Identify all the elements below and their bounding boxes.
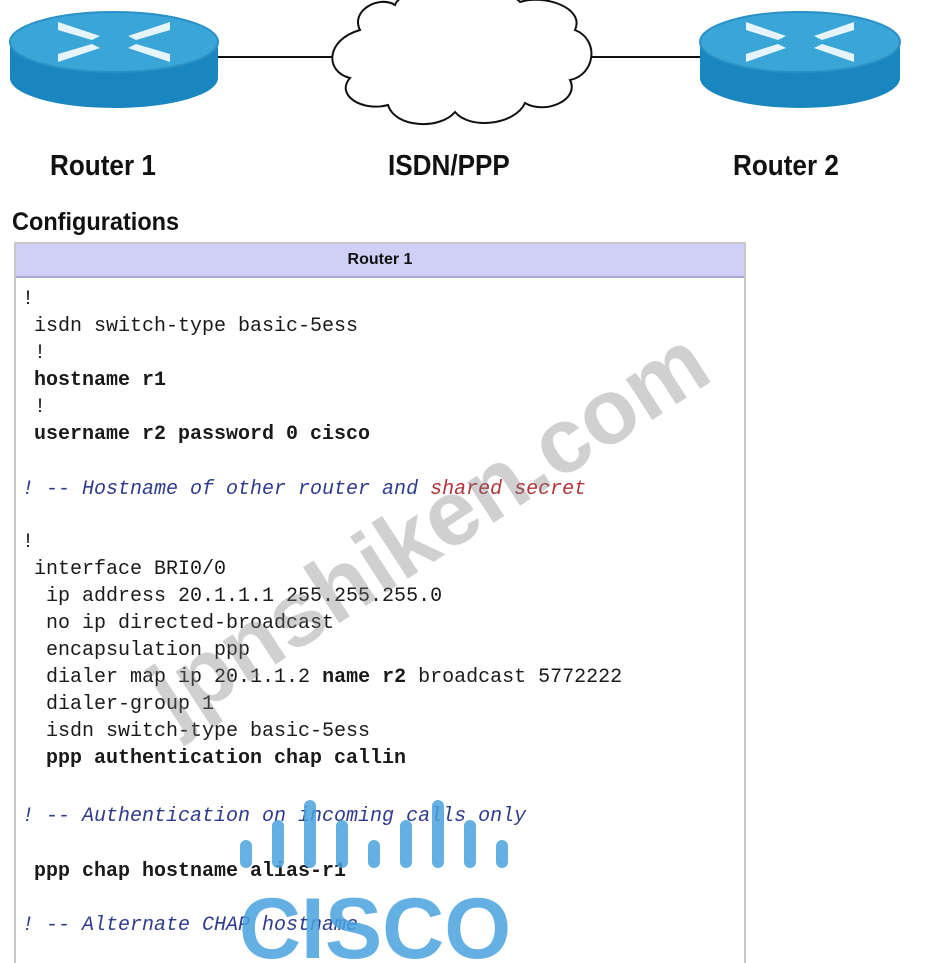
router-1-label: Router 1 xyxy=(50,150,156,182)
network-topology xyxy=(9,0,901,125)
config-line: encapsulation ppp xyxy=(22,639,251,662)
config-line: ppp chap hostname alias-r1 xyxy=(22,860,347,883)
isdn-ppp-cloud-icon xyxy=(331,0,593,125)
config-line: isdn switch-type basic-5ess xyxy=(22,720,371,743)
config-line: ! xyxy=(22,396,47,419)
config-line: ip address 20.1.1.1 255.255.255.0 xyxy=(22,585,443,608)
config-line: ppp authentication chap callin xyxy=(22,747,407,770)
config-line: isdn switch-type basic-5ess xyxy=(22,315,359,338)
config-line: ! -- Alternate CHAP hostname xyxy=(22,914,359,937)
router-1-config-panel: Router 1 ! isdn switch-type basic-5ess !… xyxy=(14,242,746,963)
config-line: ! xyxy=(22,531,35,554)
config-comment-highlight: shared secret xyxy=(430,478,587,501)
config-line: interface BRI0/0 xyxy=(22,558,227,581)
config-line: ! xyxy=(22,288,35,311)
config-line: hostname r1 xyxy=(22,369,167,392)
config-line: no ip directed-broadcast xyxy=(22,612,335,635)
config-line: ! xyxy=(22,342,47,365)
router-2-label: Router 2 xyxy=(733,150,839,182)
config-line: ! -- Hostname of other router and shared… xyxy=(22,478,587,501)
config-line: dialer-group 1 xyxy=(22,693,215,716)
config-line: ! -- Authentication on incoming calls on… xyxy=(22,805,527,828)
router-2-icon xyxy=(699,11,901,108)
config-panel-header: Router 1 xyxy=(16,244,744,278)
config-bold-fragment: name r2 xyxy=(322,666,407,689)
config-line: dialer map ip 20.1.1.2 name r2 broadcast… xyxy=(22,666,623,689)
config-line: username r2 password 0 cisco xyxy=(22,423,371,446)
router-1-icon xyxy=(9,11,219,108)
configurations-heading: Configurations xyxy=(12,208,180,236)
isdn-ppp-label: ISDN/PPP xyxy=(388,150,510,182)
